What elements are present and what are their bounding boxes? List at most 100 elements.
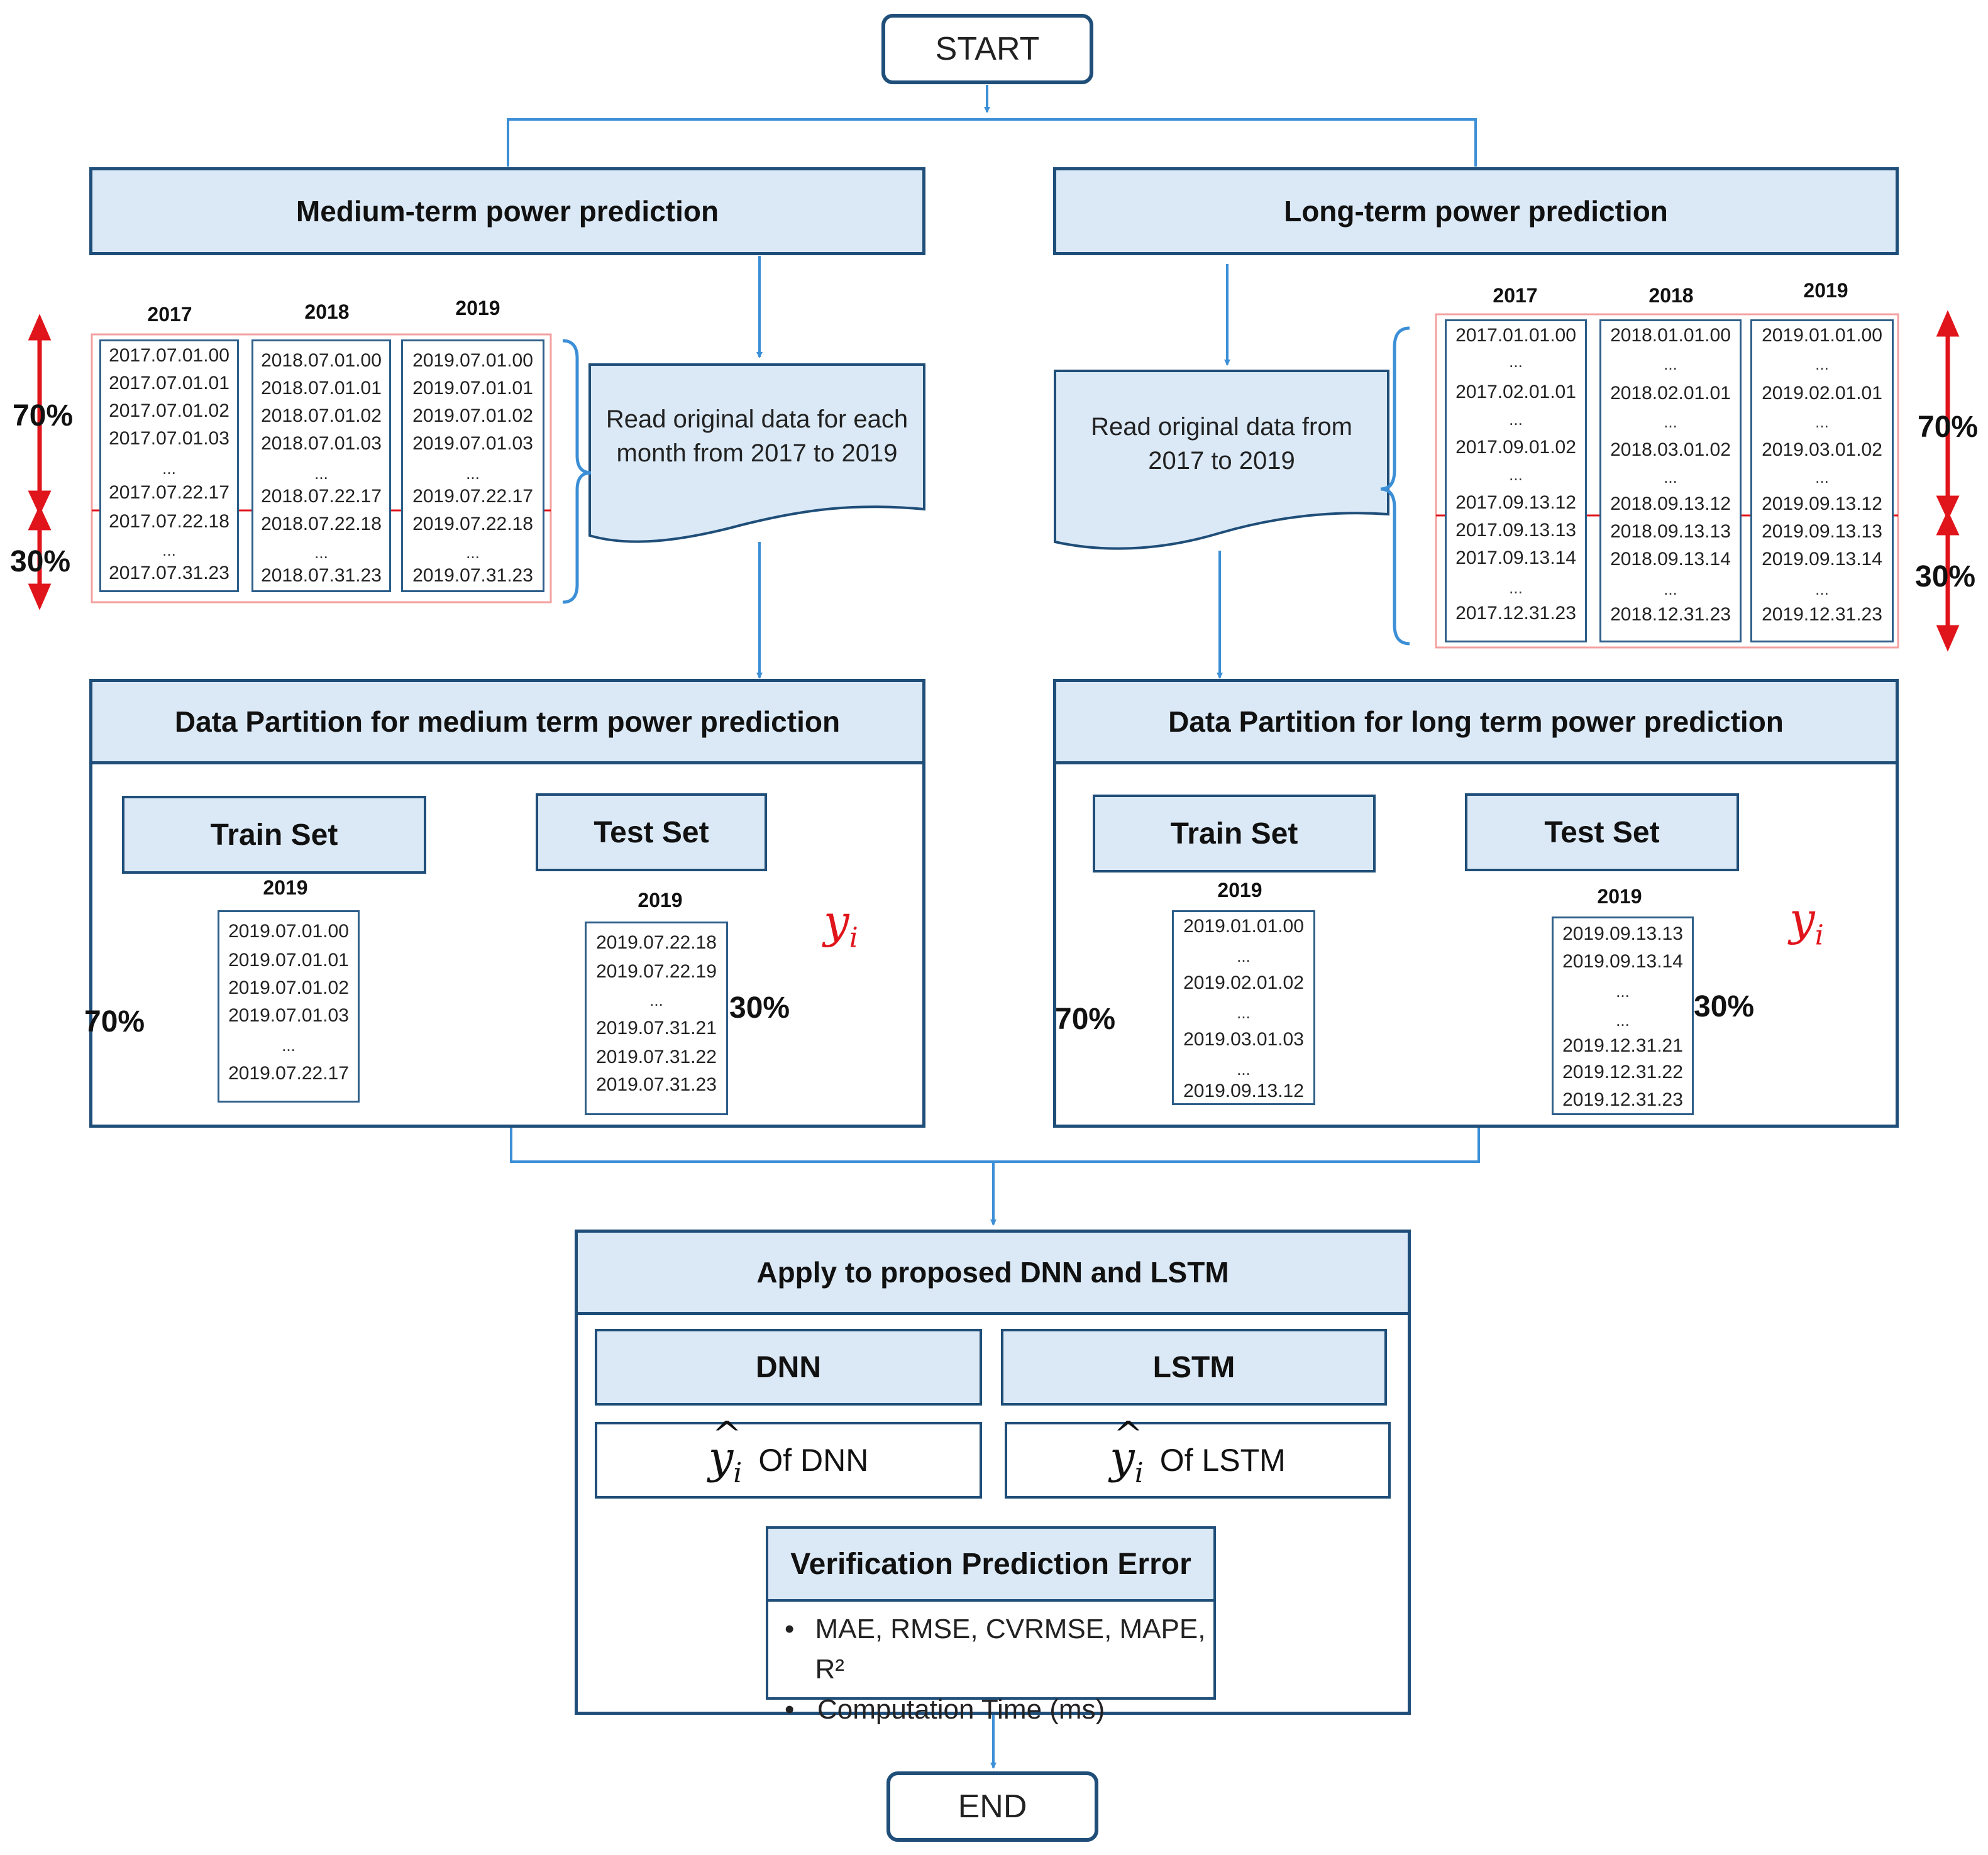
- long-test-set-header: Test Set: [1465, 793, 1739, 871]
- medium-test-year: 2019: [638, 889, 683, 911]
- apply-header: Apply to proposed DNN and LSTM: [575, 1230, 1411, 1315]
- medium-test-data-column: 2019.07.22.18 2019.07.22.19 ... 2019.07.…: [585, 922, 728, 1115]
- medium-brace: [562, 339, 592, 604]
- verification-metrics: •MAE, RMSE, CVRMSE, MAPE, R² •Computatio…: [785, 1609, 1213, 1730]
- medium-70-arrow: [28, 314, 52, 516]
- timestamp: 2019.07.01.02: [228, 977, 349, 998]
- ellipsis: ...: [1815, 468, 1829, 487]
- timestamp: 2019.07.31.21: [596, 1018, 717, 1038]
- ellipsis: ...: [1616, 1011, 1630, 1030]
- timestamp: 2018.03.01.02: [1610, 439, 1731, 460]
- metric-item: •Computation Time (ms): [785, 1690, 1213, 1730]
- metric-text: Computation Time (ms): [817, 1694, 1105, 1725]
- long-read-line-1: Read original data from: [1091, 413, 1352, 441]
- y-hat-symbol: ^yi: [1110, 1414, 1144, 1489]
- ellipsis: ...: [1664, 355, 1677, 373]
- timestamp: 2019.09.13.12: [1762, 493, 1882, 514]
- medium-test-percent: 30%: [10, 545, 71, 578]
- timestamp: 2019.09.13.13: [1562, 923, 1683, 944]
- ellipsis: ...: [1237, 1003, 1251, 1022]
- medium-data-column-2019: 2019.07.01.00 2019.07.01.01 2019.07.01.0…: [401, 339, 544, 592]
- timestamp: 2017.07.01.03: [109, 428, 229, 449]
- timestamp: 2019.12.31.23: [1762, 604, 1882, 625]
- hat-glyph: ^: [1113, 1414, 1144, 1455]
- timestamp: 2019.07.01.00: [228, 921, 349, 942]
- timestamp: 2018.09.13.13: [1610, 521, 1731, 542]
- timestamp: 2017.09.13.13: [1455, 520, 1576, 541]
- medium-test-set-header: Test Set: [536, 793, 767, 871]
- timestamp: 2017.02.01.01: [1455, 382, 1576, 402]
- dnn-header: DNN: [595, 1329, 982, 1406]
- medium-read-doc-shape: [588, 363, 925, 543]
- start-terminal: START: [881, 14, 1093, 84]
- long-read-line-2: 2017 to 2019: [1148, 447, 1295, 475]
- timestamp: 2019.07.22.18: [596, 932, 717, 953]
- ellipsis: ...: [649, 991, 663, 1010]
- timestamp: 2019.07.31.23: [412, 565, 533, 586]
- lstm-output-box: ^yi Of LSTM: [1005, 1414, 1391, 1499]
- ellipsis: ...: [1815, 412, 1829, 431]
- long-data-column-2018: 2018.01.01.00 ... 2018.02.01.01 ... 2018…: [1599, 319, 1742, 642]
- timestamp: 2019.12.31.21: [1562, 1035, 1683, 1056]
- y-subscript: i: [1814, 919, 1824, 952]
- medium-partition-test-percent: 30%: [729, 991, 790, 1025]
- medium-train-year: 2019: [263, 876, 308, 899]
- timestamp: 2017.07.22.17: [109, 482, 229, 503]
- timestamp: 2017.12.31.23: [1455, 603, 1576, 624]
- y-hat-symbol: ^yi: [708, 1414, 743, 1489]
- timestamp: 2018.09.13.14: [1610, 549, 1731, 570]
- medium-y-callout-label: yi: [824, 895, 858, 954]
- timestamp: 2018.09.13.12: [1610, 493, 1731, 514]
- long-data-column-2017: 2017.01.01.00 ... 2017.02.01.01 ... 2017…: [1445, 319, 1587, 642]
- ellipsis: ...: [1509, 410, 1523, 429]
- timestamp: 2019.07.01.00: [412, 350, 533, 371]
- ellipsis: ...: [466, 464, 480, 483]
- metric-item: •MAE, RMSE, CVRMSE, MAPE, R²: [785, 1609, 1213, 1690]
- y-symbol: y: [824, 895, 849, 948]
- ellipsis: ...: [1509, 465, 1523, 484]
- ellipsis: ...: [1509, 352, 1523, 371]
- timestamp: 2017.01.01.00: [1455, 325, 1576, 346]
- ellipsis: ...: [1616, 982, 1630, 1001]
- timestamp: 2017.07.31.23: [109, 563, 229, 583]
- dnn-output-box: ^yi Of DNN: [595, 1414, 982, 1499]
- medium-data-column-2018: 2018.07.01.00 2018.07.01.01 2018.07.01.0…: [251, 339, 391, 592]
- timestamp: 2019.12.31.23: [1562, 1089, 1683, 1110]
- medium-train-data-column: 2019.07.01.00 2019.07.01.01 2019.07.01.0…: [218, 910, 360, 1103]
- lstm-output-label: Of LSTM: [1159, 1443, 1286, 1478]
- ellipsis: ...: [282, 1036, 295, 1055]
- connector-split: [507, 118, 1477, 167]
- long-read-doc-shape: [1054, 370, 1389, 550]
- y-hat-subscript: i: [1134, 1456, 1144, 1489]
- timestamp: 2019.07.22.19: [596, 961, 717, 982]
- timestamp: 2019.01.01.00: [1183, 916, 1304, 937]
- timestamp: 2017.07.01.00: [109, 345, 229, 366]
- timestamp: 2019.07.31.22: [596, 1047, 717, 1067]
- end-terminal: END: [886, 1771, 1098, 1842]
- timestamp: 2018.12.31.23: [1610, 604, 1731, 625]
- y-hat-subscript: i: [733, 1456, 743, 1489]
- ellipsis: ...: [1237, 947, 1251, 966]
- timestamp: 2017.07.01.02: [109, 400, 229, 421]
- timestamp: 2018.02.01.01: [1610, 383, 1731, 404]
- medium-year-2017: 2017: [147, 303, 192, 326]
- long-year-2018: 2018: [1648, 284, 1694, 307]
- long-brace: [1380, 326, 1410, 646]
- long-partition-train-percent: 70%: [1055, 1003, 1116, 1036]
- timestamp: 2019.07.22.17: [228, 1063, 349, 1084]
- medium-dataset-outline: [91, 333, 552, 603]
- timestamp: 2018.07.01.02: [261, 405, 382, 426]
- long-partition-test-percent: 30%: [1694, 990, 1755, 1023]
- medium-partition-train-percent: 70%: [84, 1005, 145, 1038]
- metric-text: MAE, RMSE, CVRMSE, MAPE, R²: [815, 1614, 1206, 1685]
- long-y-callout-label: yi: [1789, 893, 1824, 951]
- timestamp: 2019.02.01.01: [1762, 383, 1882, 404]
- long-year-2017: 2017: [1493, 284, 1538, 307]
- medium-read-line-2: month from 2017 to 2019: [616, 439, 898, 467]
- y-hat-letter: y: [708, 1431, 734, 1483]
- ellipsis: ...: [1664, 412, 1677, 431]
- medium-partition-header: Data Partition for medium term power pre…: [89, 679, 925, 764]
- long-term-header: Long-term power prediction: [1053, 167, 1899, 255]
- ellipsis: ...: [466, 543, 480, 562]
